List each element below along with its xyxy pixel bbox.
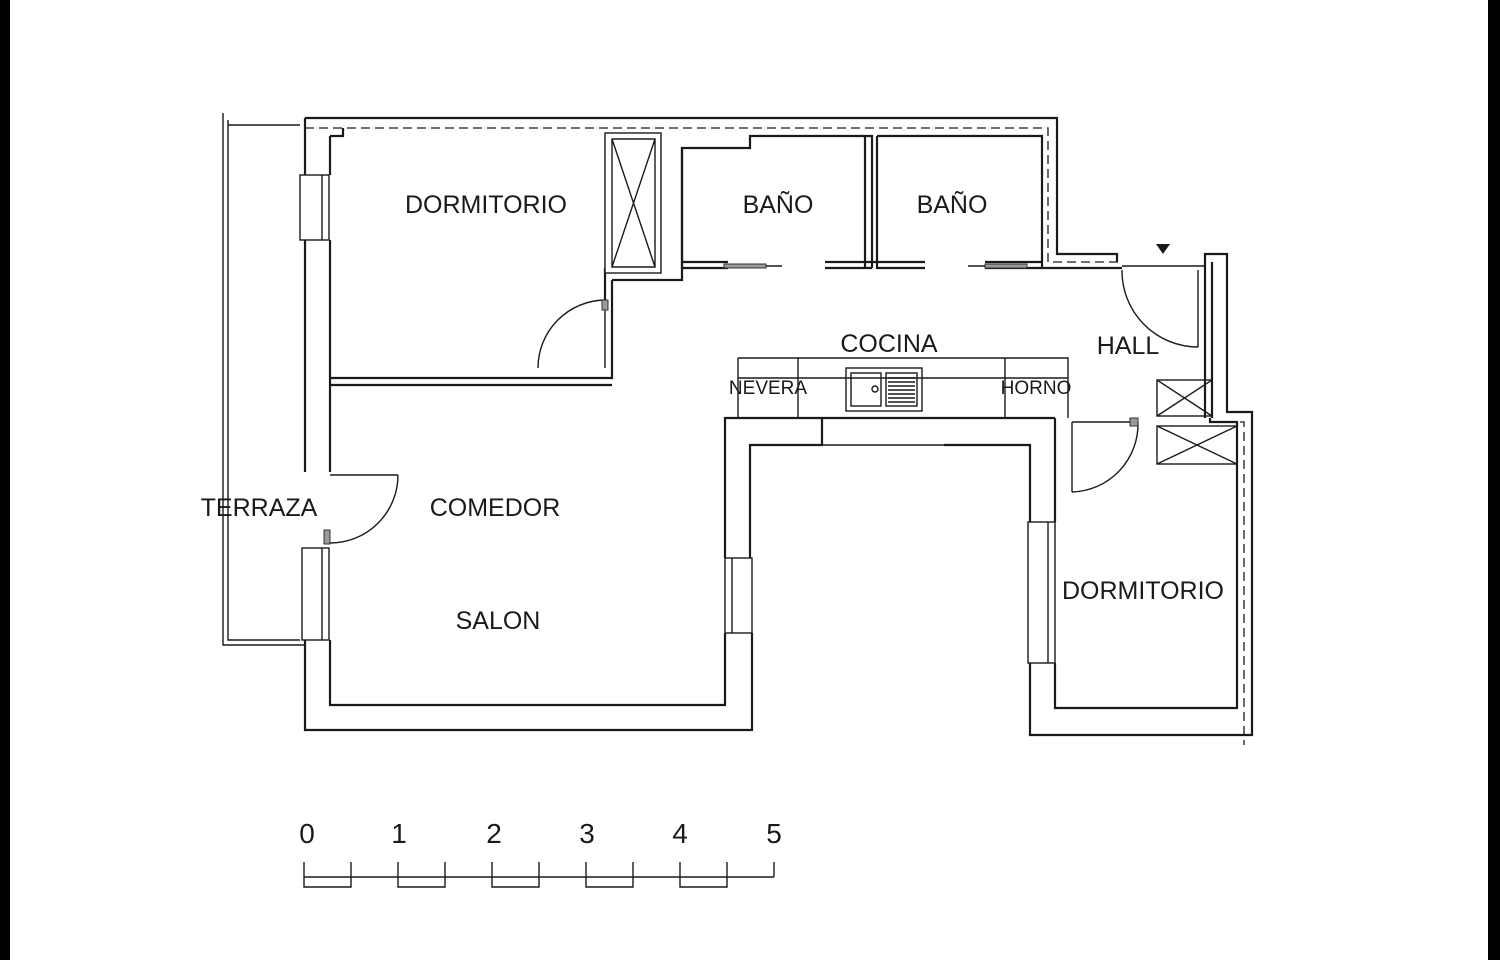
- entrance-arrow-icon: [1156, 244, 1170, 254]
- sink-icon: [845, 367, 923, 412]
- label-terraza: TERRAZA: [201, 494, 318, 522]
- label-comedor: COMEDOR: [430, 494, 561, 522]
- sliding-door-bano-1: [723, 263, 767, 269]
- label-cocina: COCINA: [840, 330, 938, 358]
- scale-tick-4: 4: [672, 818, 688, 849]
- closet: [604, 132, 662, 274]
- windows: [299, 174, 1056, 664]
- doors: [323, 265, 1205, 545]
- label-dormitorio-2: DORMITORIO: [1062, 577, 1224, 605]
- label-hall: HALL: [1097, 332, 1160, 360]
- scale-tick-2: 2: [486, 818, 502, 849]
- terraza-railing: [222, 113, 305, 646]
- kitchen-counter: [737, 357, 1069, 418]
- floor-plan-sheet: DORMITORIO BAÑO BAÑO COCINA HALL NEVERA …: [10, 0, 1488, 960]
- floor-plan-drawing: DORMITORIO BAÑO BAÑO COCINA HALL NEVERA …: [201, 113, 1254, 888]
- label-nevera: NEVERA: [729, 378, 807, 399]
- scale-bar: 0 1 2 3 4 5: [299, 818, 782, 888]
- label-salon: SALON: [456, 607, 541, 635]
- scale-tick-0: 0: [299, 818, 315, 849]
- label-dormitorio-1: DORMITORIO: [405, 191, 567, 219]
- label-bano-2: BAÑO: [917, 190, 988, 219]
- scale-tick-1: 1: [391, 818, 407, 849]
- facade-dashed-line: [305, 127, 1122, 263]
- scale-tick-3: 3: [579, 818, 595, 849]
- sliding-door-bano-2: [984, 263, 1028, 269]
- label-horno: HORNO: [1001, 378, 1072, 399]
- label-bano-1: BAÑO: [743, 190, 814, 219]
- service-shafts: [1156, 379, 1238, 465]
- facade-dashed-line-right: [1240, 421, 1245, 745]
- scale-tick-5: 5: [766, 818, 782, 849]
- interior-partitions: [330, 132, 1122, 387]
